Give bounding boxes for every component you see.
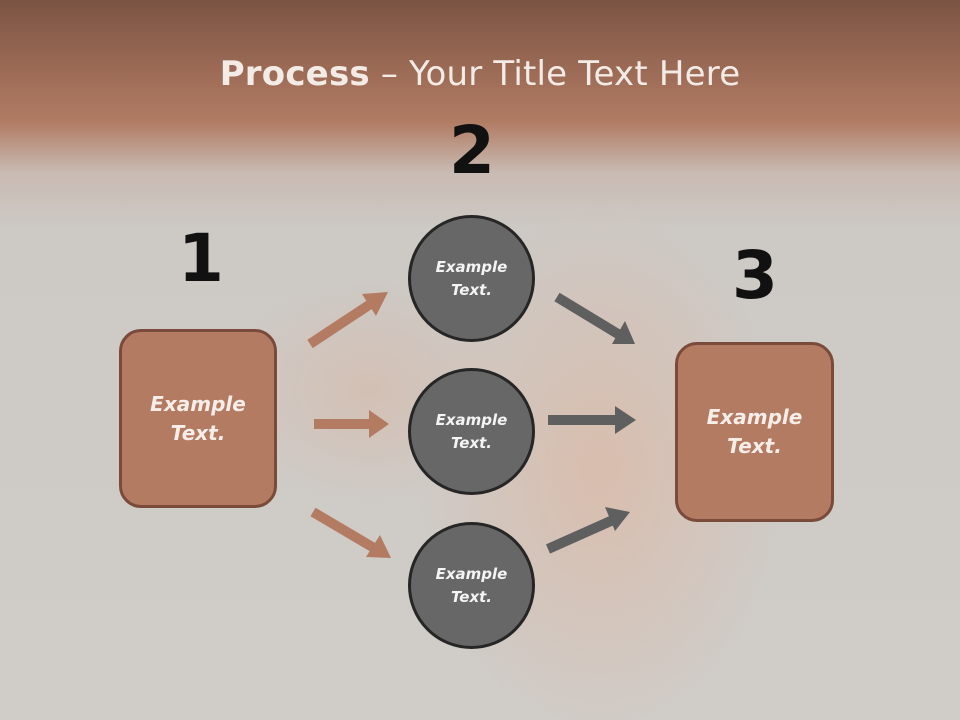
title-bold: Process <box>219 54 370 94</box>
circle-bottom-label: Example Text. <box>435 564 508 606</box>
circle-top-label: Example Text. <box>435 257 508 299</box>
arrow-top-to-right <box>554 292 635 344</box>
circle-top: Example Text. <box>408 215 535 342</box>
step-number-3: 3 <box>732 237 778 314</box>
right-box: Example Text. <box>675 342 834 522</box>
left-box: Example Text. <box>119 329 277 508</box>
step-number-2: 2 <box>449 112 495 189</box>
circle-bottom: Example Text. <box>408 522 535 649</box>
circle-middle-label: Example Text. <box>435 410 508 452</box>
slide-title: Process – Your Title Text Here <box>0 54 960 94</box>
right-box-label: Example Text. <box>706 405 803 458</box>
arrow-left-to-middle <box>314 410 389 438</box>
arrow-left-to-bottom <box>310 507 391 558</box>
left-box-label: Example Text. <box>150 391 246 445</box>
arrow-middle-to-right <box>548 406 636 434</box>
circle-middle: Example Text. <box>408 368 535 495</box>
arrow-bottom-to-right <box>545 507 630 554</box>
step-number-1: 1 <box>178 220 224 297</box>
title-rest: – Your Title Text Here <box>369 54 741 94</box>
arrow-left-to-top <box>307 292 388 349</box>
